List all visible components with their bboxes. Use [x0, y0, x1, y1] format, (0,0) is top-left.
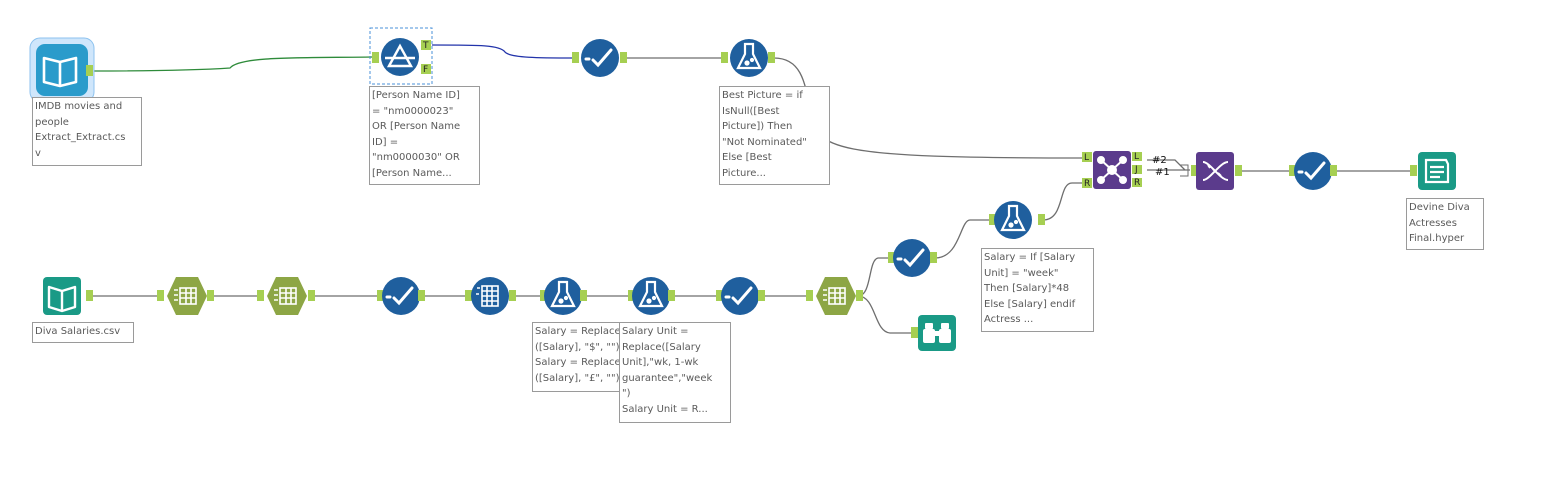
- connector-ttc-to-browse: [857, 295, 917, 334]
- tool-select-4[interactable]: [716, 277, 765, 315]
- join-join-output[interactable]: J: [1134, 165, 1138, 175]
- dna-icon: [1202, 161, 1229, 181]
- tool-select-1[interactable]: [572, 39, 627, 77]
- annotation-filter: [Person Name ID] = "nm0000023" OR [Perso…: [369, 86, 480, 185]
- tool-text-to-columns-1[interactable]: [157, 277, 214, 315]
- tool-output[interactable]: [1410, 152, 1456, 190]
- book-icon: [47, 285, 77, 313]
- filter-false-anchor[interactable]: F: [423, 65, 428, 75]
- tool-join[interactable]: L R L J R #2 #1: [1082, 151, 1189, 189]
- tool-formula-best-picture[interactable]: [721, 39, 775, 77]
- tool-formula-salary-week[interactable]: [989, 201, 1045, 239]
- checkmark-icon: [385, 286, 414, 306]
- annotation-salaries-input: Diva Salaries.csv: [32, 322, 134, 343]
- tool-filter[interactable]: T F: [369, 27, 433, 85]
- connector-filter-to-select: [431, 44, 576, 59]
- annotation-formula-salary-unit: Salary Unit = Replace([Salary Unit],"wk,…: [619, 322, 731, 423]
- flask-icon: [550, 280, 576, 308]
- table-icon: [274, 287, 297, 305]
- checkmark-icon: [724, 286, 753, 306]
- tool-salaries-input[interactable]: [43, 277, 93, 315]
- connectors: [92, 44, 1412, 334]
- join-left-input[interactable]: L: [1084, 153, 1089, 163]
- connector-imdb-to-filter: [92, 56, 373, 72]
- filter-icon: [385, 43, 415, 68]
- join-right-output[interactable]: R: [1134, 178, 1140, 188]
- join-right-input[interactable]: R: [1084, 179, 1090, 189]
- annotation-output: Devine Diva Actresses Final.hyper: [1406, 198, 1484, 250]
- tool-select-5[interactable]: [888, 239, 937, 277]
- tool-browse[interactable]: [911, 315, 956, 351]
- connector-select5-to-formula: [934, 219, 993, 259]
- join-left-output[interactable]: L: [1134, 152, 1139, 162]
- tool-text-to-columns-2[interactable]: [257, 277, 315, 315]
- connector-join-to-dna: [1147, 159, 1190, 171]
- filter-true-anchor[interactable]: T: [422, 41, 429, 51]
- table-icon: [174, 287, 197, 305]
- checkmark-icon: [1297, 161, 1326, 181]
- tool-formula-salary-unit[interactable]: [628, 277, 675, 315]
- tool-text-to-columns-3[interactable]: [806, 277, 863, 315]
- grid-sparkle-icon: [476, 285, 499, 307]
- tool-dna[interactable]: [1191, 152, 1242, 190]
- annotation-formula-best-picture: Best Picture = if IsNull([Best Picture])…: [719, 86, 830, 185]
- annotation-formula-salary-replace: Salary = Replace ([Salary], "$", "") Sal…: [532, 322, 628, 392]
- connection-label-2: #2: [1152, 155, 1167, 166]
- checkmark-icon: [896, 248, 925, 268]
- binoculars-icon: [923, 323, 951, 343]
- flask-icon: [736, 42, 762, 70]
- tool-multi-field[interactable]: [465, 277, 516, 315]
- flask-icon: [638, 280, 664, 308]
- tool-formula-salary-replace[interactable]: [540, 277, 587, 315]
- output-book-icon: [1424, 158, 1450, 184]
- flask-icon: [1000, 204, 1026, 232]
- table-icon: [823, 287, 846, 305]
- tool-select-2[interactable]: [1289, 152, 1337, 190]
- book-icon: [42, 56, 78, 88]
- checkmark-icon: [584, 48, 613, 68]
- annotation-imdb-input: IMDB movies and people Extract_Extract.c…: [32, 97, 142, 166]
- connector-formula-to-join-r: [1042, 182, 1084, 221]
- tool-select-3[interactable]: [377, 277, 425, 315]
- annotation-formula-salary-week: Salary = If [Salary Unit] = "week" Then …: [981, 248, 1094, 332]
- connection-label-1: #1: [1155, 167, 1170, 178]
- tool-imdb-input[interactable]: [29, 37, 95, 103]
- join-icon: [1097, 156, 1127, 184]
